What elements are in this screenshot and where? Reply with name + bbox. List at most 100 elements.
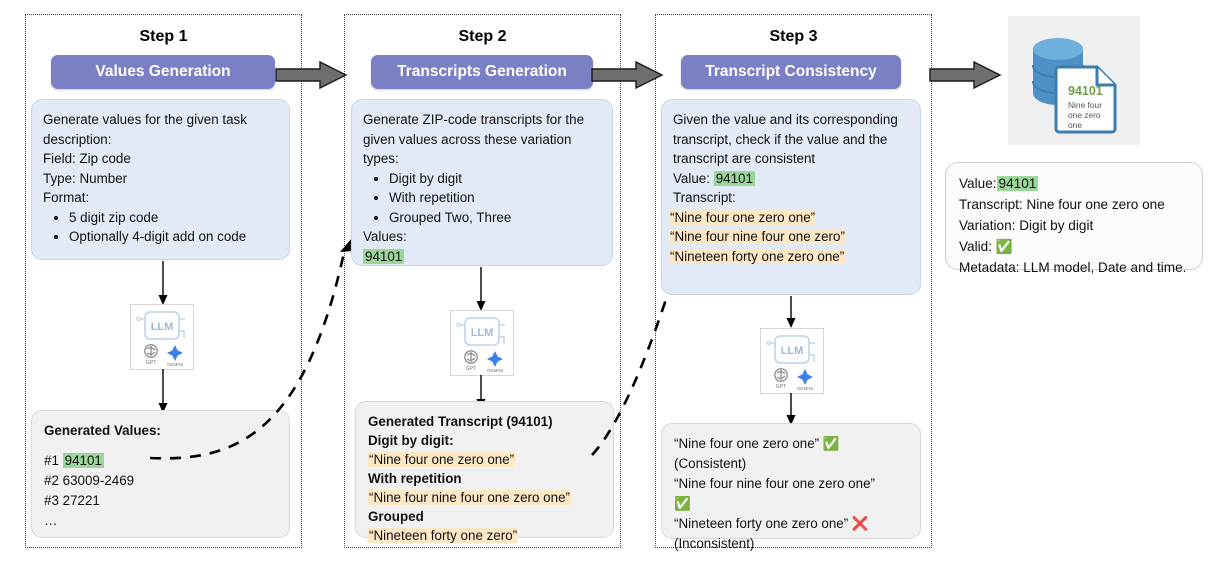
database-document-icon: 94101 Nine four one zero one [1031,37,1117,133]
step-2-value-wrap: 94101 [363,247,601,267]
svg-text:GEMINI: GEMINI [167,362,183,367]
step-2-column [344,14,621,548]
consistency-note: (Consistent) [674,456,747,471]
value-text: 94101 [62,453,104,468]
transcript-group-text-wrap: “Nine four nine four one zero one” [368,488,601,507]
step-3-title: Step 3 [769,28,818,45]
metadata-valid-row: Valid: ✅ [959,236,1189,257]
value-text: 63009-2469 [62,473,135,488]
step-1-prompt-line-2: Type: Number [43,170,128,186]
step-3-transcript: “Nineteen forty one zero one” [669,248,846,264]
svg-text:GEMINI: GEMINI [487,368,503,373]
transcript-text: “Nine four one zero one” [368,452,516,467]
document-page-icon: 94101 Nine four one zero one [1054,65,1117,133]
value-text: 27221 [62,493,100,508]
value-index: #3 [44,493,59,508]
step-3-value-label: Value: [673,170,710,186]
svg-text:LLM: LLM [781,345,804,357]
dashed-arrow-values-to-step2 [149,238,353,460]
database-icon-panel: 94101 Nine four one zero one [1008,16,1140,145]
step-2-llm-icon: LLM GPT GEMINI [450,310,514,376]
step-1-format-item: 5 digit zip code [69,208,278,228]
metadata-box: Value:94101 Transcript: Nine four one ze… [945,162,1203,275]
step-3-transcript: “Nine four nine four one zero” [669,229,846,244]
svg-text:GPT: GPT [466,366,477,372]
step-1-format-item: Optionally 4-digit add on code [69,227,278,247]
svg-text:one zero: one zero [1068,110,1101,120]
step-3-transcript-wrap: “Nine four nine four one zero” [669,227,909,247]
step-2-title: Step 2 [458,28,507,45]
step-2-values-label: Values: [363,229,407,244]
step-2-variation-item: With repetition [389,188,601,208]
svg-text:GEMINI: GEMINI [797,386,813,391]
step-3-transcript-wrap: “Nine four one zero one” [669,208,909,228]
step-1-prompt-line-3: Format: [43,190,90,205]
metadata-meta-line: Metadata: LLM model, Date and time. [959,260,1187,275]
step-3-transcript-wrap: “Nineteen forty one zero one” [669,247,909,267]
cross-mark-icon: ❌ [851,516,869,531]
step-1-title: Step 1 [139,28,188,45]
step-3-arrow-llm-to-output [786,393,796,425]
transcript-text: “Nine four nine four one zero one” [368,490,571,505]
step-3-arrow-prompt-to-llm [786,296,796,328]
svg-text:Nine four: Nine four [1068,100,1102,110]
arrow-step1-to-step2 [275,60,348,90]
step-1-prompt-line-0: Generate values for the given task descr… [43,112,247,147]
svg-text:LLM: LLM [471,327,494,339]
transcript-group-label: With repetition [368,471,462,486]
metadata-variation-line: Variation: Digit by digit [959,218,1094,233]
doc-value: 94101 [1068,84,1103,98]
step-2-value: 94101 [363,248,405,264]
consistency-result-row: “Nine four nine four one zero one” [674,474,908,494]
check-mark-icon: ✅ [822,436,840,451]
step-1-arrow-prompt-to-llm [158,261,168,305]
arrow-step3-to-database [929,60,1002,90]
check-mark-icon: ✅ [674,496,691,511]
metadata-value-row: Value:94101 [959,173,1189,194]
step-1-prompt-line-1: Field: Zip code [43,151,131,166]
value-index: #2 [44,473,59,488]
step-1-llm-icon: LLM GPT GEMINI [130,304,194,370]
metadata-value: 94101 [996,176,1039,191]
transcript-group-label: Grouped [368,509,424,524]
transcript-group-label: Digit by digit: [368,433,454,448]
step-1-pill[interactable]: Values Generation [51,55,275,89]
step-3-prompt-line-0: Given the value and its corresponding tr… [673,112,898,166]
svg-text:GPT: GPT [146,360,157,366]
step-1-prompt-box: Generate values for the given task descr… [31,99,290,260]
svg-text:one: one [1068,120,1082,130]
generated-values-heading: Generated Values: [44,423,161,438]
consistency-note: (Inconsistent) [674,536,755,551]
consistency-result-row: “Nineteen forty one zero one” ❌ [674,514,908,534]
step-1-arrow-llm-to-output [158,369,168,413]
value-index: #1 [44,453,59,468]
arrow-step2-to-step3 [591,60,664,90]
step-1-output-box: Generated Values: #1 94101 #2 63009-2469… [31,410,290,538]
step-2-prompt-line-0: Generate ZIP-code transcripts for the gi… [363,112,585,166]
step-2-prompt-box: Generate ZIP-code transcripts for the gi… [351,99,613,266]
step-1-column [25,14,302,548]
svg-text:LLM: LLM [151,321,174,333]
step-3-output-box: “Nine four one zero one” ✅ (Consistent) … [661,423,921,551]
transcript-group-text-wrap: “Nineteen forty one zero” [368,526,601,545]
generated-value-row-ellipsis: … [44,513,58,528]
step-3-transcript: “Nine four one zero one” [669,209,817,225]
svg-text:GPT: GPT [776,384,787,390]
step-2-pill[interactable]: Transcripts Generation [371,55,593,89]
transcript-text: “Nineteen forty one zero” [368,528,519,543]
step-2-output-box: Generated Transcript (94101) Digit by di… [355,401,614,543]
step-3-pill[interactable]: Transcript Consistency [681,55,901,89]
transcript-group-text-wrap: “Nine four one zero one” [368,450,601,469]
step-3-prompt-box: Given the value and its corresponding tr… [661,99,921,295]
step-3-value-row: Value: 94101 [673,169,909,189]
generated-transcript-heading: Generated Transcript (94101) [368,414,553,429]
generated-value-row: #3 27221 [44,491,277,511]
step-2-arrow-prompt-to-llm [476,267,486,311]
check-mark-icon: ✅ [995,239,1013,254]
step-3-value: 94101 [713,170,755,186]
step-1-format-list: 5 digit zip code Optionally 4-digit add … [43,208,278,247]
consistency-result-row: “Nine four one zero one” ✅ [674,434,908,454]
metadata-transcript-line: Transcript: Nine four one zero one [959,197,1165,212]
metadata-value-label: Value: [959,176,997,191]
